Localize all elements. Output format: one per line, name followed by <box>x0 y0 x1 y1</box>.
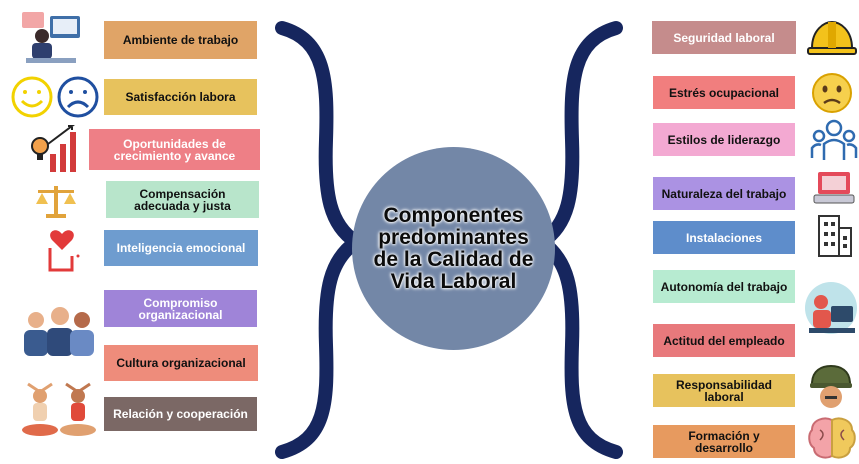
worried-face-icon <box>812 73 852 113</box>
box-instalaciones: Instalaciones <box>653 221 795 254</box>
box-estilos-de-liderazgo: Estilos de liderazgo <box>653 123 795 156</box>
box-ambiente-de-trabajo: Ambiente de trabajo <box>104 21 257 59</box>
meditating-people-icon <box>22 382 96 436</box>
building-icon <box>818 215 852 257</box>
box-inteligencia-emocional: Inteligencia emocional <box>104 230 258 266</box>
team-people-icon <box>24 307 94 356</box>
leader-group-icon <box>810 119 858 160</box>
box-estres-ocupacional: Estrés ocupacional <box>653 76 795 109</box>
box-autonomia-del-trabajo: Autonomía del trabajo <box>653 270 795 303</box>
box-satisfaccion-labora: Satisfacción labora <box>104 79 257 115</box>
hard-hat-icon <box>807 20 857 55</box>
remote-worker-icon <box>805 282 857 334</box>
balance-scale-icon <box>36 186 76 218</box>
box-compromiso-organizacional: Compromiso organizacional <box>104 290 257 327</box>
center-title: Componentes predominantes de la Calidad … <box>373 203 534 293</box>
box-relacion-cooperacion: Relación y cooperación <box>104 397 257 431</box>
soldier-helmet-icon <box>810 364 852 408</box>
left-brace <box>275 21 360 459</box>
brain-icon <box>808 417 856 459</box>
box-seguridad-laboral: Seguridad laboral <box>652 21 796 54</box>
heart-hand-icon <box>48 230 80 272</box>
growth-idea-icon <box>31 125 76 172</box>
box-oportunidades: Oportunidades de crecimiento y avance <box>89 129 260 170</box>
box-formacion-y-desarrollo: Formación y desarrollo <box>653 425 795 458</box>
box-actitud-del-empleado: Actitud del empleado <box>653 324 795 357</box>
happy-sad-faces-icon <box>11 76 99 118</box>
center-circle: Componentes predominantes de la Calidad … <box>352 147 555 350</box>
box-compensacion: Compensación adecuada y justa <box>106 181 259 218</box>
office-worker-icon <box>22 12 80 63</box>
box-cultura-organizacional: Cultura organizacional <box>104 345 258 381</box>
laptop-icon <box>813 172 855 204</box>
box-responsabilidad-laboral: Responsabilidad laboral <box>653 374 795 407</box>
box-naturaleza-del-trabajo: Naturaleza del trabajo <box>653 177 795 210</box>
